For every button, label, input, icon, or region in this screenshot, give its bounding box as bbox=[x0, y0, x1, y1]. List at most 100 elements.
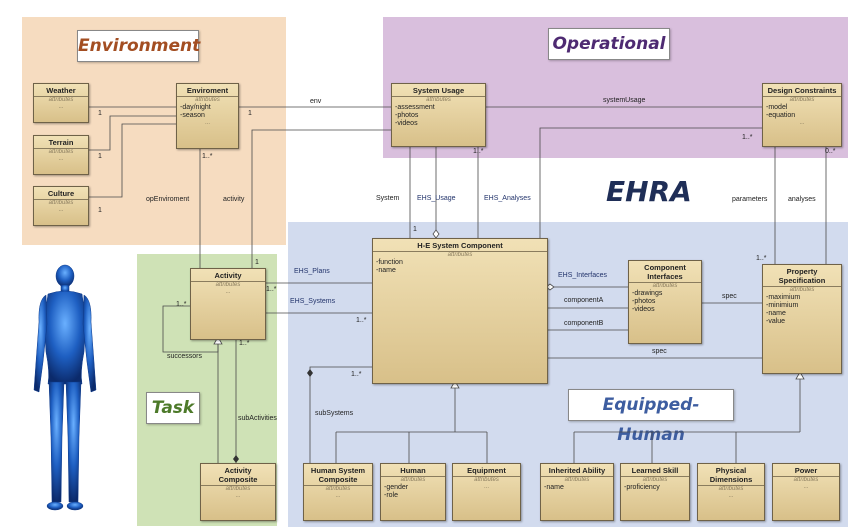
class-ellipsis: ... bbox=[728, 493, 734, 499]
equipment-class[interactable]: Equipment attributes ... bbox=[452, 463, 521, 521]
attribute: -photos bbox=[395, 112, 419, 119]
system-usage-assoc-label: systemUsage bbox=[603, 97, 646, 104]
weather-class[interactable]: Weather attributes ... bbox=[33, 83, 89, 123]
class-ellipsis: ... bbox=[235, 493, 241, 499]
sub-systems-label: subSystems bbox=[315, 410, 354, 417]
mult-activity-right: 1..* bbox=[266, 286, 277, 293]
class-ellipsis: ... bbox=[803, 484, 809, 490]
mult-terrain: 1 bbox=[98, 153, 102, 160]
class-name: Property Specification bbox=[778, 267, 826, 285]
class-stereotype: attributes bbox=[793, 477, 819, 483]
class-name: Component Interfaces bbox=[644, 263, 686, 281]
attribute: -videos bbox=[632, 306, 655, 313]
attribute: -day/night bbox=[180, 104, 211, 111]
terrain-class[interactable]: Terrain attributes ... bbox=[33, 135, 89, 175]
mult-culture: 1 bbox=[98, 207, 102, 214]
class-name: Culture bbox=[47, 189, 75, 198]
class-stereotype: attributes bbox=[400, 477, 426, 483]
enviroment-class[interactable]: Enviroment attributes -day/night -season… bbox=[176, 83, 239, 149]
class-ellipsis: ... bbox=[58, 156, 64, 162]
mult-su-system: 1 bbox=[413, 226, 417, 233]
activity-composite-class[interactable]: Activity Composite attributes ... bbox=[200, 463, 276, 521]
sub-activities-label: subActivities bbox=[238, 415, 277, 422]
mult-activity-bottom: 1..* bbox=[239, 340, 250, 347]
class-name: Terrain bbox=[48, 138, 74, 147]
class-stereotype: attributes bbox=[789, 97, 815, 103]
ehs-systems-label: EHS_Systems bbox=[290, 298, 336, 305]
class-stereotype: attributes bbox=[642, 477, 668, 483]
environment-title: Environment bbox=[77, 30, 200, 62]
class-ellipsis: ... bbox=[58, 104, 64, 110]
class-name: Inherited Ability bbox=[548, 466, 606, 475]
mult-dc-left: 1..* bbox=[742, 134, 753, 141]
attribute: -name bbox=[376, 267, 396, 274]
class-stereotype: attributes bbox=[325, 486, 351, 492]
attribute: -model bbox=[766, 104, 788, 111]
component-a-label: componentA bbox=[564, 297, 604, 304]
class-stereotype: attributes bbox=[48, 97, 74, 103]
mult-weather: 1 bbox=[98, 110, 102, 117]
class-name: Learned Skill bbox=[631, 466, 679, 475]
mult-dc-right: 0..* bbox=[825, 148, 836, 155]
class-stereotype: attributes bbox=[195, 97, 220, 103]
ehs-interfaces-label: EHS_Interfaces bbox=[558, 272, 608, 279]
attribute: -maximium bbox=[766, 294, 801, 301]
mult-he-bottom: 1..* bbox=[351, 371, 362, 378]
human-class[interactable]: Human attributes -gender -role bbox=[380, 463, 446, 521]
spec-label-1: spec bbox=[722, 293, 737, 300]
ehs-plans-label: EHS_Plans bbox=[294, 268, 330, 275]
mult-activity-loop: 1..* bbox=[176, 301, 187, 308]
activity-assoc-label: activity bbox=[223, 196, 245, 203]
class-stereotype: attributes bbox=[652, 283, 678, 289]
attribute: -equation bbox=[766, 112, 796, 119]
class-stereotype: attributes bbox=[447, 252, 473, 258]
analyses-label: analyses bbox=[788, 196, 816, 203]
class-stereotype: attributes bbox=[426, 97, 451, 103]
class-name: Enviroment bbox=[186, 86, 229, 95]
class-stereotype: attributes bbox=[215, 282, 241, 288]
class-stereotype: attributes bbox=[789, 287, 815, 293]
class-stereotype: attributes bbox=[474, 477, 499, 483]
equipped-human-title: Equipped-Human bbox=[568, 389, 734, 445]
class-stereotype: attributes bbox=[564, 477, 590, 483]
system-usage-class[interactable]: System Usage attributes -assessment -pho… bbox=[391, 83, 486, 147]
attribute: -minimium bbox=[766, 302, 799, 309]
class-name: Activity Composite bbox=[218, 466, 258, 484]
class-stereotype: attributes bbox=[718, 486, 744, 492]
attribute: -value bbox=[766, 318, 786, 325]
class-name: Equipment bbox=[467, 466, 506, 475]
human-system-composite-class[interactable]: Human System Composite attributes ... bbox=[303, 463, 373, 521]
inherited-ability-class[interactable]: Inherited Ability attributes -name bbox=[540, 463, 614, 521]
learned-skill-class[interactable]: Learned Skill attributes -proficiency bbox=[620, 463, 690, 521]
env-label: env bbox=[310, 98, 322, 105]
class-ellipsis: ... bbox=[799, 120, 805, 126]
mult-env-right: 1 bbox=[248, 110, 252, 117]
he-system-component-class[interactable]: H-E System Component attributes -functio… bbox=[372, 238, 548, 384]
attribute: -videos bbox=[395, 120, 418, 127]
power-class[interactable]: Power attributes ... bbox=[772, 463, 840, 521]
class-name: Activity bbox=[214, 271, 242, 280]
class-name: Power bbox=[794, 466, 818, 475]
ehs-analyses-label: EHS_Analyses bbox=[484, 195, 531, 202]
class-stereotype: attributes bbox=[48, 200, 74, 206]
class-ellipsis: ... bbox=[483, 484, 489, 490]
attribute: -function bbox=[376, 259, 403, 266]
mult-env-down: 1..* bbox=[202, 153, 213, 160]
design-constraints-class[interactable]: Design Constraints attributes -model -eq… bbox=[762, 83, 842, 147]
physical-dimensions-class[interactable]: Physical Dimensions attributes ... bbox=[697, 463, 765, 521]
ehs-usage-label: EHS_Usage bbox=[417, 195, 456, 202]
successors-label: successors bbox=[167, 353, 203, 360]
property-specification-class[interactable]: Property Specification attributes -maxim… bbox=[762, 264, 842, 374]
component-interfaces-class[interactable]: Component Interfaces attributes -drawing… bbox=[628, 260, 702, 344]
culture-class[interactable]: Culture attributes ... bbox=[33, 186, 89, 226]
class-ellipsis: ... bbox=[58, 207, 64, 213]
attribute: -photos bbox=[632, 298, 656, 305]
class-name: Design Constraints bbox=[767, 86, 837, 95]
class-ellipsis: ... bbox=[204, 120, 210, 126]
activity-class[interactable]: Activity attributes ... bbox=[190, 268, 266, 340]
op-enviroment-label: opEnviroment bbox=[146, 196, 189, 203]
mult-he-left: 1..* bbox=[356, 317, 367, 324]
operational-title: Operational bbox=[548, 28, 670, 60]
